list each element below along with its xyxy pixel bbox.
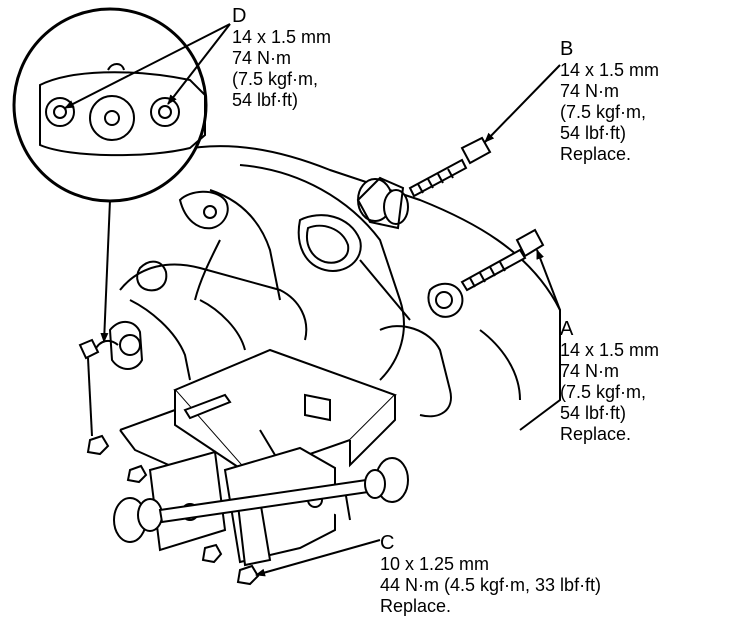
mount-housing bbox=[94, 260, 308, 381]
callout-b-line-3: (7.5 kgf·m, bbox=[560, 102, 647, 122]
callout-b-letter: B bbox=[560, 38, 574, 60]
callout-d-line-3: (7.5 kgf·m, bbox=[232, 69, 319, 89]
through-bolt bbox=[113, 457, 409, 543]
callout-b-line-5: Replace. bbox=[560, 144, 632, 164]
bolt-b bbox=[408, 136, 492, 198]
engine-block-outline bbox=[178, 145, 561, 431]
callout-c-letter: C bbox=[380, 532, 395, 554]
callout-a-letter: A bbox=[560, 318, 574, 340]
detail-view-d bbox=[12, 7, 208, 203]
callout-d-line-4: 54 lbf·ft) bbox=[232, 90, 299, 110]
callout-b: B 14 x 1.5 mm 74 N·m (7.5 kgf·m, 54 lbf·… bbox=[560, 38, 659, 165]
callout-a-line-5: Replace. bbox=[560, 424, 632, 444]
callout-b-line-4: 54 lbf·ft) bbox=[560, 123, 627, 143]
callout-a: A 14 x 1.5 mm 74 N·m (7.5 kgf·m, 54 lbf·… bbox=[560, 318, 659, 445]
callout-a-line-4: 54 lbf·ft) bbox=[560, 403, 627, 423]
callout-a-line-3: (7.5 kgf·m, bbox=[560, 382, 647, 402]
nut-c-group bbox=[86, 434, 260, 586]
callout-c-line-3: Replace. bbox=[380, 596, 452, 616]
callout-c-line-2: 44 N·m (4.5 kgf·m, 33 lbf·ft) bbox=[380, 575, 602, 595]
mount-sleeve-upper bbox=[356, 176, 409, 230]
callout-d-line-1: 14 x 1.5 mm bbox=[232, 27, 332, 47]
callout-d-letter: D bbox=[232, 5, 247, 27]
callout-b-line-1: 14 x 1.5 mm bbox=[560, 60, 660, 80]
leader-lines bbox=[64, 23, 561, 577]
callout-c-line-1: 10 x 1.25 mm bbox=[380, 554, 490, 574]
mounting-bracket bbox=[119, 348, 397, 500]
callout-d-line-2: 74 N·m bbox=[232, 48, 292, 68]
left-stud bbox=[78, 338, 100, 437]
bolt-a bbox=[460, 228, 545, 292]
callout-a-line-1: 14 x 1.5 mm bbox=[560, 340, 660, 360]
callout-a-line-2: 74 N·m bbox=[560, 361, 620, 381]
callout-c: C 10 x 1.25 mm 44 N·m (4.5 kgf·m, 33 lbf… bbox=[380, 532, 601, 617]
callout-b-line-2: 74 N·m bbox=[560, 81, 620, 101]
callout-d: D 14 x 1.5 mm 74 N·m (7.5 kgf·m, 54 lbf·… bbox=[232, 5, 331, 111]
